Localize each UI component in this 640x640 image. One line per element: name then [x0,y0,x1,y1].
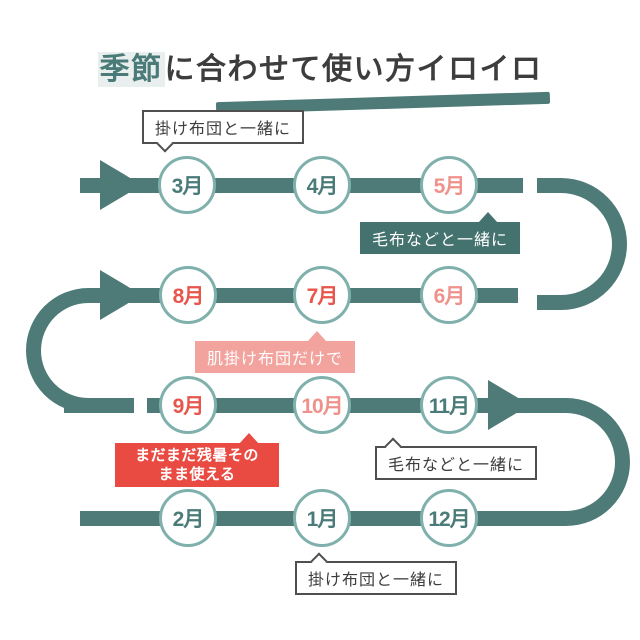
callout-text: 肌掛け布団だけで [207,351,344,368]
arrow-right-icon [488,380,530,430]
callout-text-line2: まま使える [158,466,236,483]
timeline-row3-line-left [64,398,134,413]
timeline-curve-left [26,288,90,413]
callout-text: 掛け布団と一緒に [308,572,445,589]
month-label: 12月 [428,508,470,531]
callout-march: 掛け布団と一緒に [142,110,305,153]
callout-pointer-up [384,437,402,455]
month-label: 4月 [306,175,339,198]
callout-pointer-down [156,135,174,153]
callout-may: 毛布などと一緒に [360,212,521,254]
callout-november: 毛布などと一緒に [375,437,538,480]
callout-text: 毛布などと一緒に [388,457,525,474]
month-label: 6月 [433,285,466,308]
month-label: 8月 [172,285,205,308]
month-circle-august: 8月 [159,266,217,324]
month-circle-february: 2月 [159,489,217,547]
callout-text: 毛布などと一緒に [372,232,509,249]
month-label: 7月 [306,285,339,308]
month-label: 5月 [433,175,466,198]
callout-pointer-up [239,433,259,444]
callout-pointer-up [310,552,328,570]
arrow-right-icon [100,160,142,210]
month-circle-january: 1月 [293,489,351,547]
month-circle-october: 10月 [293,376,351,434]
callout-september: まだまだ残暑その まま使える [115,433,279,487]
month-circle-september: 9月 [159,376,217,434]
callout-text: 掛け布団と一緒に [155,121,292,138]
timeline-curve-right-top [537,178,627,310]
month-circle-march: 3月 [158,156,216,214]
callout-january: 掛け布団と一緒に [295,552,458,595]
month-label: 11月 [428,395,470,418]
title-highlight: 季節 [97,52,165,87]
timeline-curve-right-bottom [545,398,630,526]
month-circle-december: 12月 [420,489,478,547]
month-circle-july: 7月 [293,266,351,324]
month-circle-may: 5月 [420,156,478,214]
page-title: 季節に合わせて使い方イロイロ [0,44,640,88]
month-label: 1月 [306,508,339,531]
callout-july: 肌掛け布団だけで [195,331,356,373]
month-label: 2月 [172,508,205,531]
arrow-right-icon [100,270,142,320]
callout-text-line1: まだまだ残暑その [135,447,259,464]
callout-pointer-up [478,212,498,223]
month-label: 3月 [171,175,204,198]
month-label: 9月 [172,395,205,418]
title-rest: に合わせて使い方イロイロ [164,53,543,86]
callout-pointer-up [307,331,327,342]
month-circle-june: 6月 [420,266,478,324]
month-label: 10月 [301,395,343,418]
month-circle-november: 11月 [420,376,478,434]
month-circle-april: 4月 [293,156,351,214]
